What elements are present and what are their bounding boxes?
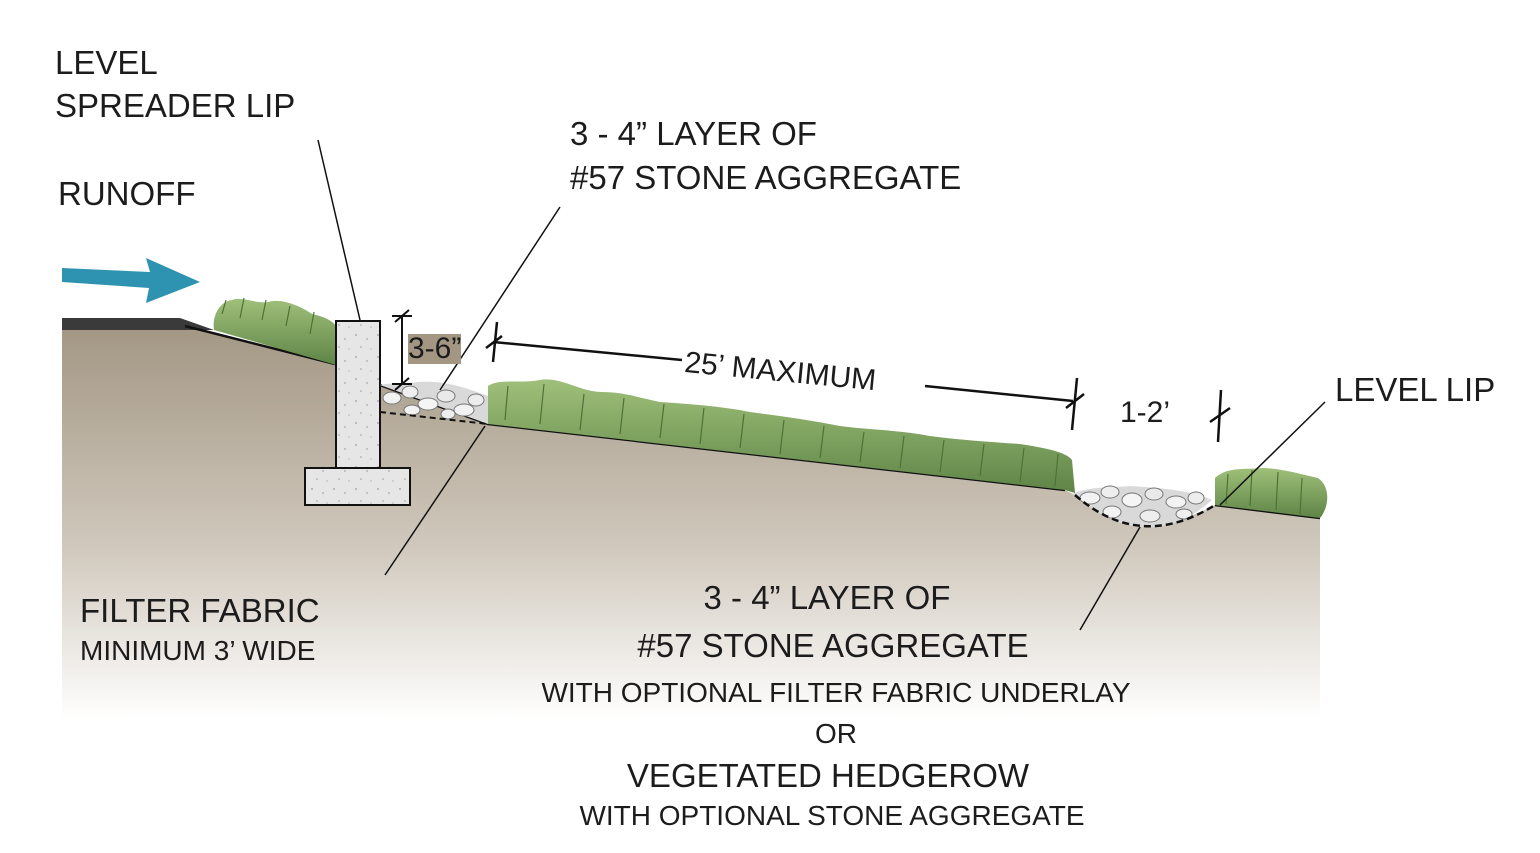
filter-fabric-width-label: MINIMUM 3’ WIDE: [80, 635, 316, 666]
dimension-max-length: [485, 321, 1085, 431]
runoff-arrow: [62, 258, 200, 303]
grass-filter-strip: [488, 379, 1075, 493]
stone-layer-top-label-1: 3 - 4” LAYER OF: [570, 115, 817, 152]
level-lip-label: LEVEL LIP: [1335, 371, 1496, 408]
bottom-note-line-5: VEGETATED HEDGEROW: [626, 757, 1030, 794]
filter-fabric-line: [379, 411, 489, 425]
concrete-spreader-lip: [335, 320, 381, 469]
grass-level-lip: [1215, 468, 1328, 518]
stone-layer-top-label-2: #57 STONE AGGREGATE: [570, 159, 962, 196]
dimension-swale-width: [1209, 389, 1231, 443]
dimension-lip-height: [392, 309, 412, 391]
filter-fabric-label: FILTER FABRIC: [80, 592, 320, 629]
stone-aggregate-upper: [380, 381, 488, 424]
swale-fabric-line: [1074, 494, 1216, 528]
swale-width-dimension-label: 1-2’: [1120, 396, 1171, 429]
grass-upstream: [213, 297, 336, 365]
bottom-note-line-6: WITH OPTIONAL STONE AGGREGATE: [579, 800, 1085, 831]
bottom-note-line-2: #57 STONE AGGREGATE: [637, 627, 1029, 664]
runoff-label: RUNOFF: [58, 175, 196, 212]
bottom-note-line-3: WITH OPTIONAL FILTER FABRIC UNDERLAY: [541, 677, 1131, 708]
pavement-edge: [62, 318, 214, 330]
level-spreader-lip-label-2: SPREADER LIP: [55, 87, 296, 124]
concrete-footing: [304, 467, 411, 506]
bottom-note-line-1: 3 - 4” LAYER OF: [703, 579, 951, 616]
bottom-note-line-4: OR: [815, 718, 857, 749]
level-spreader-lip-label-1: LEVEL: [55, 44, 158, 81]
lip-height-dimension-label: 3-6”: [408, 332, 462, 365]
